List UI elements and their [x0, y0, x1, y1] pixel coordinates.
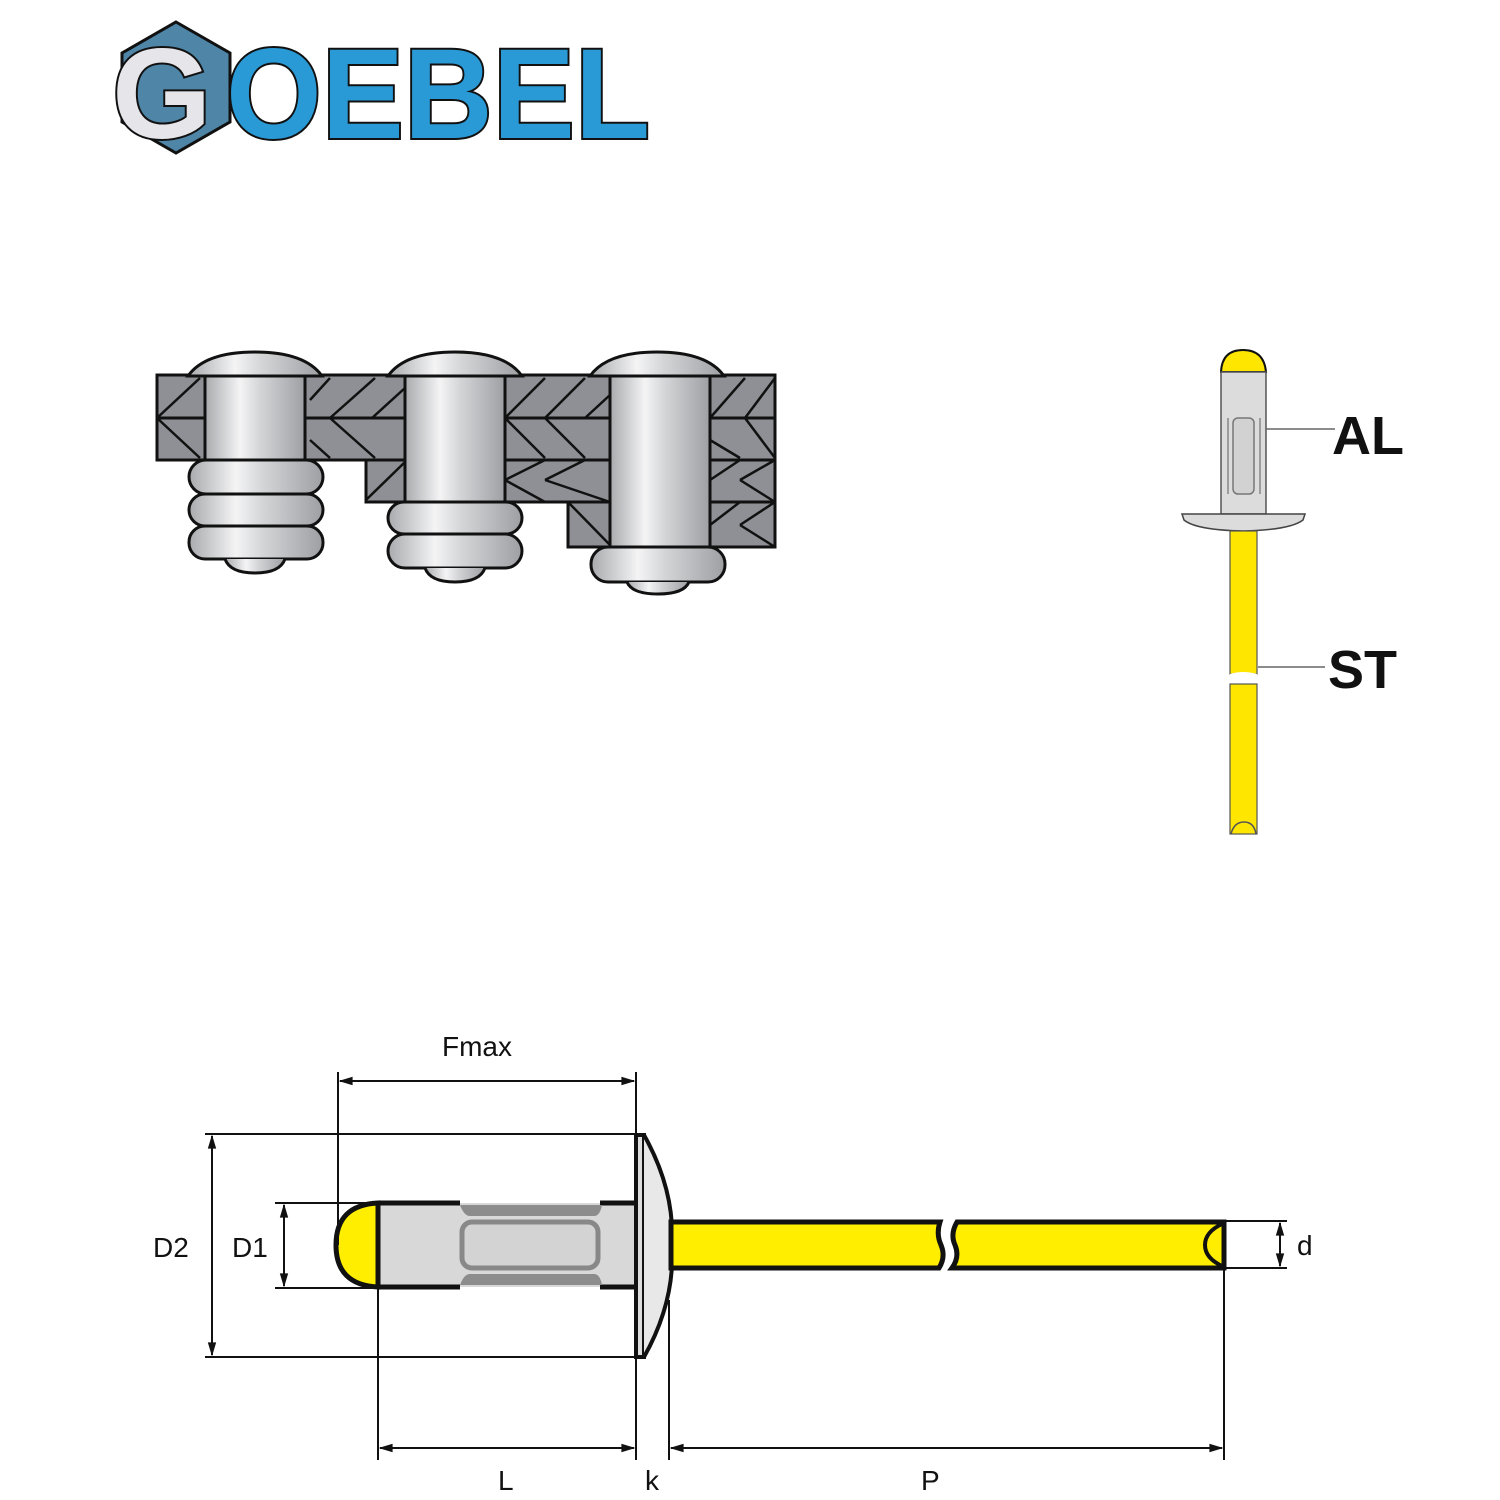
label-l: L	[498, 1465, 514, 1496]
label-p: P	[921, 1465, 940, 1496]
rivet-example-2	[385, 350, 525, 584]
logo-letter-g: G	[112, 23, 212, 166]
label-d1: D1	[232, 1232, 268, 1263]
label-k: k	[645, 1465, 660, 1496]
rivet-example-3	[587, 350, 727, 596]
hexagon-icon	[120, 20, 232, 155]
rivet-example-1	[185, 350, 325, 575]
material-diagram: AL ST	[1180, 348, 1404, 835]
logo-wordmark: OEBEL	[226, 23, 650, 166]
application-examples	[155, 350, 777, 596]
label-d2: D2	[153, 1232, 189, 1263]
dimension-diagram: Fmax D2 D1 d L k P	[153, 1031, 1313, 1496]
label-st: ST	[1328, 640, 1397, 700]
label-fmax: Fmax	[442, 1031, 512, 1062]
goebel-logo: G OEBEL	[110, 20, 652, 168]
label-d: d	[1297, 1230, 1313, 1261]
label-al: AL	[1332, 406, 1404, 466]
